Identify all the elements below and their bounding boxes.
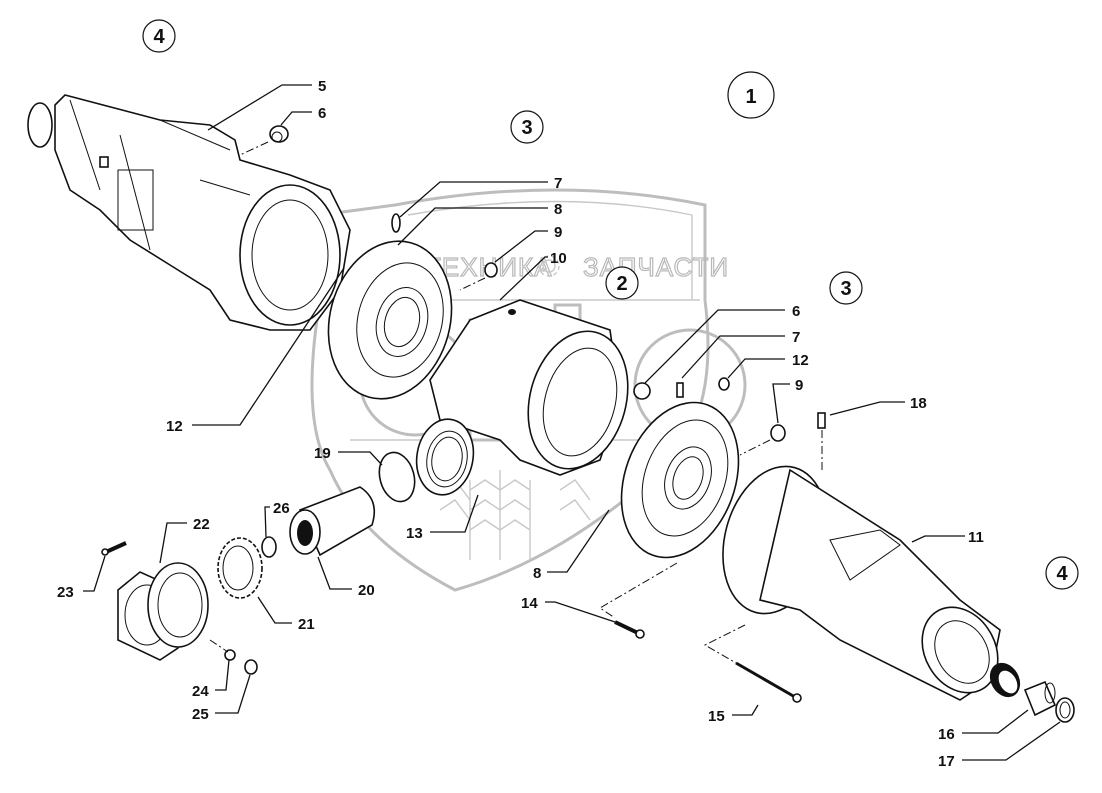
part-seal-17[interactable] xyxy=(1055,697,1075,723)
callout-5[interactable]: 5 xyxy=(318,78,326,95)
callout-7-right[interactable]: 7 xyxy=(792,329,800,346)
callout-13[interactable]: 13 xyxy=(406,525,423,542)
part-right-axle-housing[interactable] xyxy=(707,455,1026,707)
callout-12-right[interactable]: 12 xyxy=(792,352,809,369)
part-plug-9-right[interactable] xyxy=(739,424,786,456)
part-right-flange-cover[interactable] xyxy=(601,386,759,574)
callout-22[interactable]: 22 xyxy=(193,516,210,533)
part-plug-9-top[interactable] xyxy=(459,262,498,291)
group-marker-2[interactable]: 2 xyxy=(605,266,639,300)
svg-text:4: 4 xyxy=(1056,563,1068,585)
svg-text:3: 3 xyxy=(521,117,532,139)
leader-lines xyxy=(83,84,1061,761)
group-marker-4-left[interactable]: 4 xyxy=(142,19,176,53)
callout-21[interactable]: 21 xyxy=(298,616,315,633)
part-o-ring-26[interactable] xyxy=(261,536,277,558)
callout-10[interactable]: 10 xyxy=(550,250,567,267)
part-flange-housing-22[interactable] xyxy=(117,562,209,661)
callout-6-top[interactable]: 6 xyxy=(318,105,326,122)
callout-12-left[interactable]: 12 xyxy=(166,418,183,435)
callout-11[interactable]: 11 xyxy=(968,529,984,546)
callout-14[interactable]: 14 xyxy=(521,595,538,612)
callout-6-right[interactable]: 6 xyxy=(792,303,800,320)
group-marker-3-top[interactable]: 3 xyxy=(510,110,544,144)
callout-8-bottom[interactable]: 8 xyxy=(533,565,541,582)
part-bolt-15[interactable] xyxy=(703,624,802,703)
callout-20[interactable]: 20 xyxy=(358,582,375,599)
svg-text:2: 2 xyxy=(616,273,627,295)
svg-text:3: 3 xyxy=(840,278,851,300)
part-o-ring-19[interactable] xyxy=(374,448,420,505)
part-breather-7-right[interactable] xyxy=(676,382,684,398)
callout-15[interactable]: 15 xyxy=(708,708,725,725)
gear-icon xyxy=(538,255,560,277)
callout-23[interactable]: 23 xyxy=(57,584,74,601)
svg-text:4: 4 xyxy=(153,26,165,48)
part-bolt-23[interactable] xyxy=(101,541,127,556)
callout-24[interactable]: 24 xyxy=(192,683,209,700)
part-plug-25[interactable] xyxy=(244,659,258,675)
callout-19[interactable]: 19 xyxy=(314,445,331,462)
part-gear-ring-21[interactable] xyxy=(217,537,263,599)
part-bushing-16[interactable] xyxy=(1023,680,1057,717)
callout-18[interactable]: 18 xyxy=(910,395,927,412)
part-plug-6-top[interactable] xyxy=(239,125,289,156)
svg-text:1: 1 xyxy=(745,86,756,108)
part-sleeve-20[interactable] xyxy=(289,486,376,557)
callout-16[interactable]: 16 xyxy=(938,726,955,743)
group-marker-4-right[interactable]: 4 xyxy=(1045,556,1079,590)
part-center-housing[interactable] xyxy=(429,299,642,480)
callout-9-top[interactable]: 9 xyxy=(554,224,562,241)
part-left-flange-cover[interactable] xyxy=(311,213,468,413)
part-plug-12-right[interactable] xyxy=(718,377,730,391)
part-plug-6-right[interactable] xyxy=(633,382,651,400)
callout-8-top[interactable]: 8 xyxy=(554,201,562,218)
callout-17[interactable]: 17 xyxy=(938,753,955,770)
callout-9-right[interactable]: 9 xyxy=(795,377,803,394)
callout-7-top[interactable]: 7 xyxy=(554,175,562,192)
part-washer-24[interactable] xyxy=(209,639,236,661)
part-breather-18[interactable] xyxy=(817,412,826,470)
callout-25[interactable]: 25 xyxy=(192,706,209,723)
part-bolt-14[interactable] xyxy=(599,562,678,639)
part-left-axle-housing[interactable] xyxy=(27,94,351,331)
callout-26[interactable]: 26 xyxy=(273,500,290,517)
group-marker-3-right[interactable]: 3 xyxy=(829,271,863,305)
group-marker-1[interactable]: 1 xyxy=(727,71,775,119)
watermark-text-right: ЗАПЧАСТИ xyxy=(583,252,729,282)
part-bearing-support[interactable] xyxy=(411,415,479,500)
